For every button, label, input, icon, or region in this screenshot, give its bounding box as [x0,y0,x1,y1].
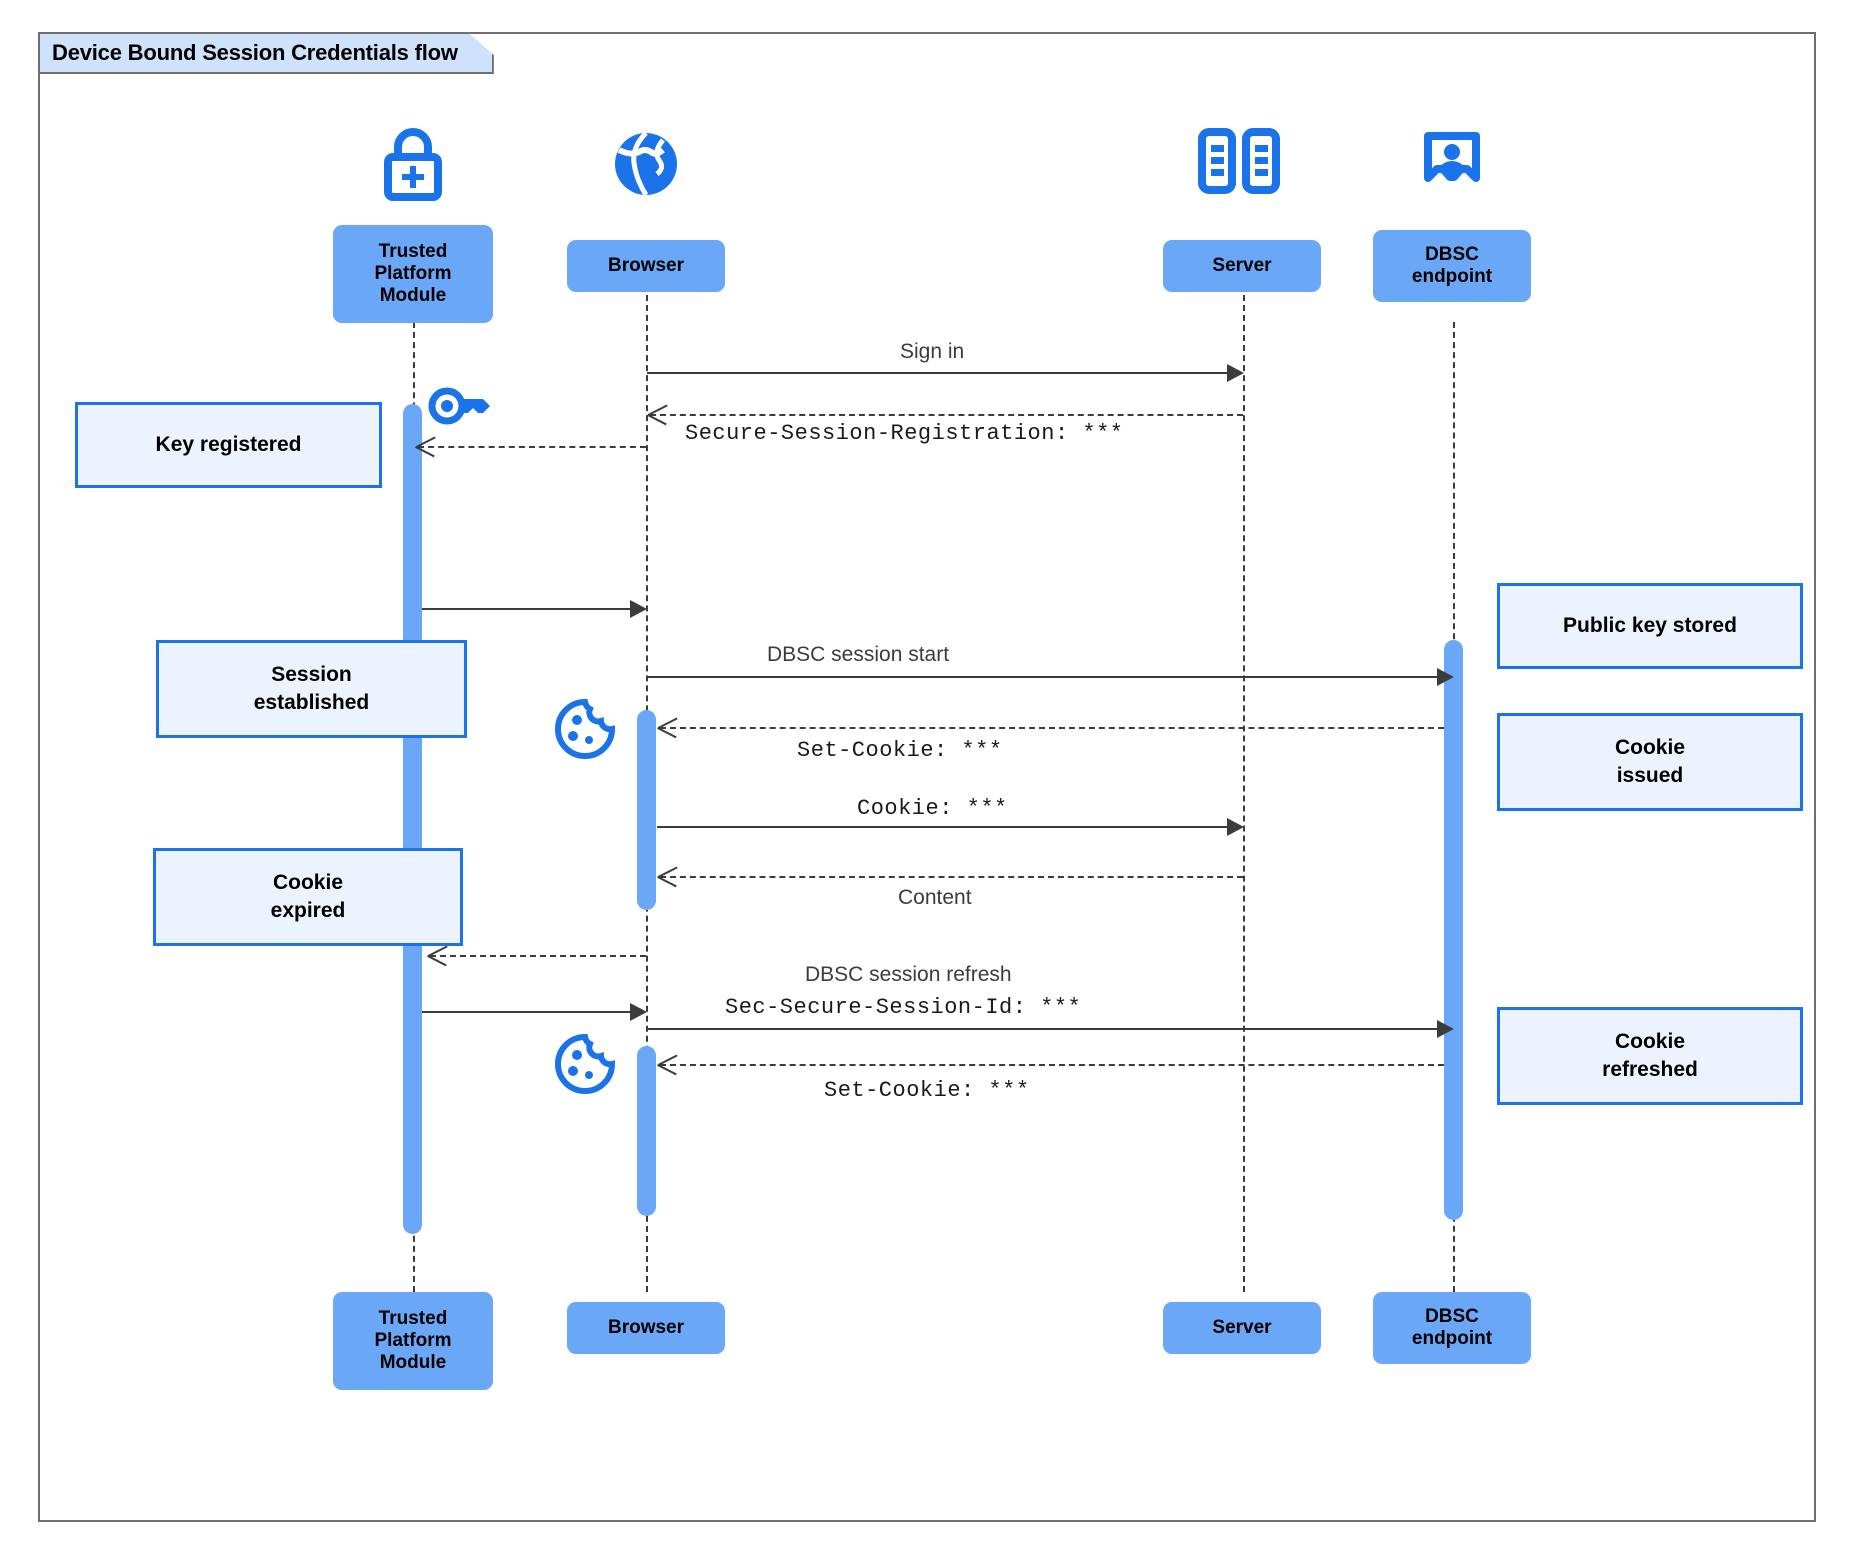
cookie-icon [550,697,620,766]
message-line-cookie [657,826,1229,828]
message-line-sign-in [647,372,1229,374]
participant-dbsc-bottom[interactable]: DBSC endpoint [1373,1292,1531,1364]
server-rack-icon [1196,128,1282,199]
message-line-dbsc-session-refresh [647,1028,1439,1030]
activation-tpm [403,404,422,1234]
message-label-set-cookie-1: Set-Cookie: *** [797,738,1003,763]
participant-tpm-bottom[interactable]: Trusted Platform Module [333,1292,493,1390]
participant-label-line: Module [379,1352,447,1374]
participant-label-line: Platform [374,1329,452,1351]
participant-label-line: Platform [374,262,452,284]
globe-icon [605,128,687,205]
participant-label-line: Server [1212,1316,1272,1338]
message-line-browser-to-tpm-register [418,446,646,448]
participant-label-line: endpoint [1411,1328,1493,1349]
note-public-key-stored: Public key stored [1497,583,1803,669]
note-cookie-issued: Cookie issued [1497,713,1803,811]
message-label-set-cookie-2: Set-Cookie: *** [824,1078,1030,1103]
participant-label-line: DBSC [1425,1305,1479,1327]
arrowhead-right [1437,668,1454,686]
lock-plus-icon [370,125,456,206]
note-session-established: Session established [156,640,467,738]
participant-label-line: Server [1212,254,1272,276]
key-icon [428,383,502,434]
note-text-line: issued [1616,764,1684,787]
participant-tpm-top[interactable]: Trusted Platform Module [333,225,493,323]
message-line-secure-session-registration [650,414,1243,416]
message-line-tpm-to-browser-key [422,608,634,610]
message-line-set-cookie-1 [660,727,1444,729]
arrowhead-right [630,1003,647,1021]
message-label-content: Content [898,886,972,909]
message-line-set-cookie-2 [660,1064,1444,1066]
arrowhead-right [1437,1020,1454,1038]
cookie-icon [550,1032,620,1101]
participant-label-line: DBSC [1425,243,1479,265]
note-text-line: Cookie [272,871,343,895]
participant-dbsc-top[interactable]: DBSC endpoint [1373,230,1531,302]
id-badge-icon [1420,130,1484,203]
participant-label-line: endpoint [1411,266,1493,287]
lifeline-server [1243,285,1245,1292]
note-text-line: Cookie [1614,1030,1685,1054]
activation-browser-2 [637,1046,656,1216]
activation-dbsc [1444,640,1463,1220]
message-label-dbsc-session-start: DBSC session start [767,643,950,666]
message-label-sec-secure-session-id: Sec-Secure-Session-Id: *** [725,995,1082,1020]
participant-server-bottom[interactable]: Server [1163,1302,1321,1354]
message-line-content [660,876,1243,878]
participant-label-line: Trusted [378,240,448,262]
note-cookie-expired: Cookie expired [153,848,463,946]
note-text: Public key stored [1563,614,1737,638]
participant-browser-bottom[interactable]: Browser [567,1302,725,1354]
message-line-browser-to-tpm-refresh [430,955,646,957]
activation-browser-1 [637,710,656,910]
participant-server-top[interactable]: Server [1163,240,1321,292]
participant-label-line: Trusted [378,1307,448,1329]
arrowhead-right [1227,818,1244,836]
participant-browser-top[interactable]: Browser [567,240,725,292]
message-label-secure-session-registration: Secure-Session-Registration: *** [685,421,1124,446]
note-key-registered: Key registered [75,402,382,488]
message-label-cookie: Cookie: *** [857,796,1008,821]
note-text-line: refreshed [1602,1058,1698,1081]
note-text: Key registered [155,433,302,457]
page-title: Device Bound Session Credentials flow [52,40,458,65]
message-line-tpm-to-browser-refresh [422,1011,634,1013]
participant-label-line: Browser [607,254,685,276]
note-text-line: Cookie [1614,736,1685,760]
message-label-sign-in: Sign in [900,340,965,363]
note-text-line: expired [270,899,346,922]
note-text-line: Session [271,663,352,687]
diagram-title-tab: Device Bound Session Credentials flow [38,32,494,74]
note-text-line: established [253,691,370,714]
message-label-dbsc-session-refresh: DBSC session refresh [805,963,1012,986]
message-line-dbsc-session-start [647,676,1439,678]
participant-label-line: Browser [607,1316,685,1338]
arrowhead-right [630,600,647,618]
arrowhead-right [1227,364,1244,382]
note-cookie-refreshed: Cookie refreshed [1497,1007,1803,1105]
participant-label-line: Module [379,285,447,307]
